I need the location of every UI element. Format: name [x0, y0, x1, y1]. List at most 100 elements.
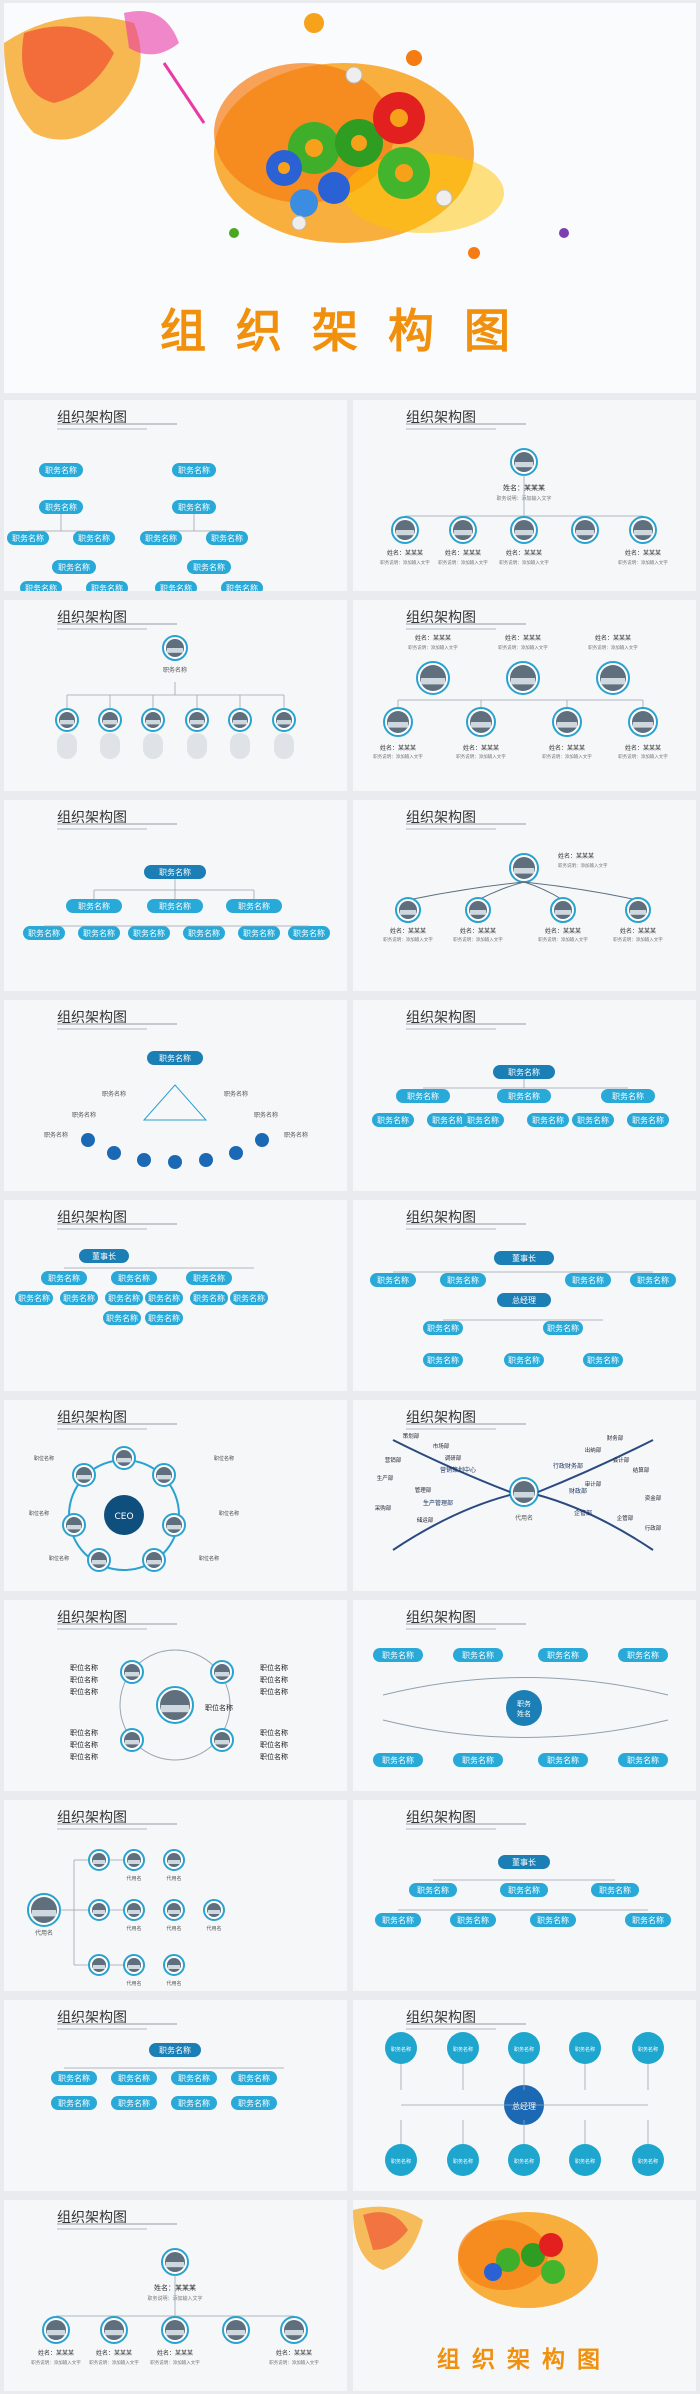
job-pill: 职务名称	[105, 1291, 143, 1305]
avatar-photo-detail	[167, 1525, 181, 1530]
job-pill-shape	[583, 1353, 623, 1367]
slide-thumbnail[interactable]: 组织架构图董事长职务名称职务名称职务名称职务名称职务名称职务名称职务名称职务名称…	[4, 1200, 347, 1391]
job-pill-label: 职务名称	[178, 2098, 210, 2108]
caption-text: 财政部	[569, 1487, 587, 1495]
slide-thumbnail[interactable]: 组织架构图董事长职务名称职务名称职务名称职务名称总经理职务名称职务名称职务名称职…	[353, 1200, 696, 1391]
job-pill-shape	[543, 1321, 583, 1335]
slide-thumbnail[interactable]: 组织架构图职务名称职务名称职务名称职务名称职务名称职务名称职务名称职务名称职务名…	[353, 1000, 696, 1191]
caption-text: 行政部	[645, 1524, 662, 1532]
job-pill-shape	[372, 1113, 414, 1127]
job-pill-shape	[504, 1353, 544, 1367]
job-pill: 职务名称	[111, 2071, 157, 2085]
job-pill: 职务名称	[145, 1291, 183, 1305]
caption-text: 职位名称	[34, 1455, 54, 1462]
closing-slide[interactable]: 组织架构图	[353, 2200, 696, 2391]
org-chart-diagram: 总经理职务名称职务名称职务名称职务名称职务名称职务名称职务名称职务名称职务名称职…	[385, 2032, 664, 2176]
slide-thumbnail[interactable]: 组织架构图总经理职务名称职务名称职务名称职务名称职务名称职务名称职务名称职务名称…	[353, 2000, 696, 2191]
job-pill-label: 职务名称	[427, 1323, 459, 1333]
avatar-icon	[162, 1513, 186, 1537]
slide-thumbnail[interactable]: 组织架构图姓名：某某某职务说明：添加输入文字姓名：某某某职务说明：添加输入文字姓…	[353, 400, 696, 591]
job-pill-label: 职务名称	[587, 1355, 619, 1365]
job-pill-label: 职务名称	[211, 533, 243, 543]
job-pill-label: 职务名称	[118, 2073, 150, 2083]
job-pill-shape	[625, 1913, 671, 1927]
job-pill-label: 职务名称	[83, 928, 115, 938]
slide-thumbnail[interactable]: 组织架构图职务名称职务名称职务名称职务名称职务名称职务名称职务名称职务名称职务名…	[4, 2000, 347, 2191]
job-pill-label: 职务名称	[508, 1885, 540, 1895]
job-pill: 职务名称	[171, 2071, 217, 2085]
job-pill-shape	[370, 1273, 416, 1287]
job-pill-shape	[453, 1648, 503, 1662]
job-pill-shape	[497, 1293, 551, 1307]
caption-text: 姓名：某某某	[276, 2349, 312, 2357]
slide-title: 组织架构图	[406, 1610, 476, 1626]
org-chart-diagram: 董事长职务名称职务名称职务名称职务名称职务名称职务名称职务名称	[375, 1855, 671, 1927]
avatar-photo-detail	[557, 722, 577, 728]
job-pill-shape	[66, 899, 122, 913]
caption-text: 职位名称	[70, 1752, 98, 1761]
subtitle-placeholder	[406, 1023, 526, 1025]
job-pill-label: 职务名称	[447, 1275, 479, 1285]
job-pill: 职务名称	[530, 1913, 576, 1927]
slide-thumbnail[interactable]: 组织架构图职位名称职位名称职位名称职位名称职位名称职位名称职位名称职位名称职位名…	[4, 1600, 347, 1791]
job-pill-label: 职务名称	[462, 1650, 494, 1660]
job-pill-label: 职务名称	[193, 1293, 225, 1303]
caption-text: 职位名称	[219, 1510, 239, 1517]
subtitle-placeholder	[406, 823, 526, 825]
position-node	[569, 2144, 601, 2176]
subtitle-placeholder	[406, 628, 496, 630]
slide-title: 组织架构图	[406, 1210, 476, 1226]
caption-text: 姓名：某某某	[460, 927, 496, 935]
ceo-circle	[104, 1495, 144, 1535]
slide-thumbnail[interactable]: 组织架构图姓名：某某某职务说明：添加输入文字姓名：某某某职务说明：添加输入文字姓…	[353, 600, 696, 791]
slide-thumbnail[interactable]: 组织架构图职务名称职务名称职务名称职务名称职务名称职务名称职务名称职务名称职务姓…	[353, 1600, 696, 1791]
org-chart-diagram: 职位名称职位名称职位名称职位名称职位名称职位名称职位名称职位名称职位名称职位名称…	[70, 1649, 288, 1761]
caption-text: 职位名称	[260, 1687, 288, 1696]
slide-thumbnail[interactable]: 组织架构图姓名：某某某职务说明：添加输入文字姓名：某某某职务说明：添加输入文字姓…	[4, 2200, 347, 2391]
job-pill-label: 职务名称	[226, 583, 258, 591]
slide-thumbnail[interactable]: 组织架构图职务名称职务名称职务名称职务名称职务名称职务名称职务名称职务名称职务名…	[4, 400, 347, 591]
slide-thumbnail[interactable]: 组织架构图职务名称	[4, 600, 347, 791]
job-pill-shape	[172, 500, 216, 514]
subtitle-placeholder	[406, 1823, 526, 1825]
job-pill: 总经理	[497, 1293, 551, 1307]
slide-title: 组织架构图	[406, 2010, 476, 2026]
job-pill-label: 职务名称	[159, 867, 191, 877]
org-chart-diagram: 代用名策划部市场部营销部调研部生产部管理部采购部储运部营销策划中心生产管理部财务…	[375, 1432, 662, 1551]
slide-thumbnail[interactable]: 组织架构图代用名策划部市场部营销部调研部生产部管理部采购部储运部营销策划中心生产…	[353, 1400, 696, 1591]
subtitle-placeholder	[57, 423, 177, 425]
avatar-photo-detail	[511, 678, 535, 685]
slide-thumbnail[interactable]: 组织架构图职务名称职务名称职务名称职务名称职务名称职务名称职务名称	[4, 1000, 347, 1191]
slide-thumbnail[interactable]: 组织架构图董事长职务名称职务名称职务名称职务名称职务名称职务名称职务名称	[353, 1800, 696, 1991]
node-dot	[229, 1146, 243, 1160]
job-pill-label: 职务名称	[159, 1053, 191, 1063]
job-pill-label: 职务名称	[457, 1915, 489, 1925]
slide-thumbnail[interactable]: 组织架构图代用名代用名代用名代用名代用名代用名代用名代用名	[4, 1800, 347, 1991]
closing-title: 组织架构图	[437, 2346, 612, 2373]
job-pill: 职务名称	[370, 1273, 416, 1287]
job-pill-label: 职务名称	[178, 502, 210, 512]
avatar-icon	[161, 2248, 189, 2276]
job-pill-shape	[221, 581, 263, 591]
caption-text: 营销部	[385, 1456, 402, 1464]
job-pill-label: 职务名称	[58, 2098, 90, 2108]
watercolor-gears-illustration	[353, 2206, 598, 2308]
job-pill: 职务名称	[630, 1273, 676, 1287]
slide-thumbnail[interactable]: 组织架构图姓名：某某某职务说明：添加输入文字姓名：某某某职务说明：添加输入文字姓…	[353, 800, 696, 991]
job-pill: 职务名称	[231, 2071, 277, 2085]
avatar-photo-detail	[32, 1910, 56, 1917]
avatar-icon	[272, 708, 296, 732]
avatar-photo-detail	[128, 1910, 140, 1914]
job-pill: 职务名称	[39, 463, 83, 477]
slide-title: 组织架构图	[57, 2010, 127, 2026]
job-pill-label: 董事长	[512, 1857, 536, 1867]
job-pill-label: 职务名称	[627, 1650, 659, 1660]
cover-slide[interactable]: 组织架构图	[4, 3, 696, 393]
job-pill-shape	[288, 926, 330, 940]
position-node	[632, 2144, 664, 2176]
caption-text: 代用名	[126, 1980, 141, 1987]
slide-thumbnail[interactable]: 组织架构图职务名称职务名称职务名称职务名称职务名称职务名称职务名称职务名称职务名…	[4, 800, 347, 991]
avatar-icon	[185, 708, 209, 732]
node-dot	[255, 1133, 269, 1147]
